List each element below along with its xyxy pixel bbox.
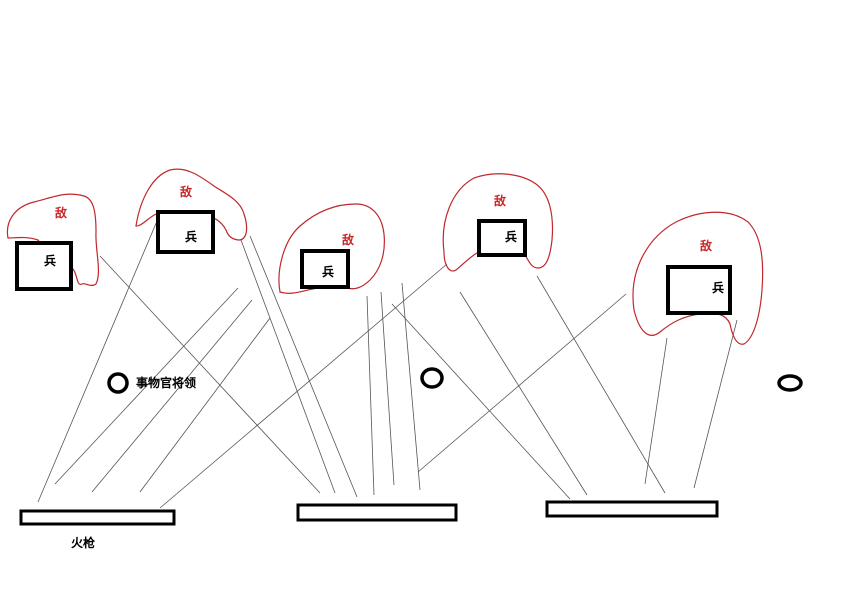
fire-line: [37, 213, 161, 503]
fire-line: [391, 303, 571, 500]
soldier-label: 兵: [322, 264, 334, 279]
officer-marker: [107, 372, 129, 394]
fire-line: [159, 263, 448, 509]
enemy-label: 敌: [180, 184, 192, 199]
musket-label: 火枪: [71, 535, 95, 550]
fire-line: [417, 293, 627, 473]
enemy-label: 敌: [494, 193, 506, 208]
soldier-box: [156, 210, 215, 254]
soldier-label: 兵: [505, 229, 517, 244]
soldier-label: 兵: [44, 253, 56, 268]
fire-line: [693, 319, 738, 489]
officer-label: 事物官将领: [136, 375, 196, 390]
enemy-label: 敌: [55, 205, 67, 220]
enemy-unit-2: 敌 兵: [135, 168, 248, 254]
soldier-box: [300, 249, 350, 289]
soldier-box: [15, 241, 73, 291]
fire-line: [459, 291, 588, 496]
fire-lines: [37, 213, 738, 509]
fire-line: [644, 337, 668, 485]
musket-line-2: [296, 503, 458, 522]
officer-marker: [420, 367, 444, 389]
fire-line: [139, 317, 271, 493]
soldier-box: [477, 219, 527, 257]
fire-line: [99, 255, 321, 494]
enemy-label: 敌: [342, 232, 354, 247]
enemy-unit-1: 敌 兵: [6, 193, 99, 291]
fire-line: [401, 282, 421, 491]
musket-line-3: [545, 500, 719, 518]
enemy-label: 敌: [700, 238, 712, 253]
fire-line: [366, 295, 375, 496]
enemy-unit-5: 敌 兵: [632, 211, 764, 345]
fire-line: [240, 239, 336, 494]
fire-line: [249, 235, 358, 498]
fire-line: [536, 275, 666, 494]
enemy-unit-4: 敌 兵: [442, 173, 554, 272]
soldier-box: [666, 265, 732, 315]
fire-line: [91, 299, 253, 493]
fire-line: [380, 291, 395, 486]
soldier-label: 兵: [185, 229, 197, 244]
fire-line: [54, 287, 239, 485]
officer-marker: [777, 374, 803, 392]
enemy-outline: [632, 211, 764, 345]
musket-line-1: [19, 509, 176, 526]
enemy-unit-3: 敌 兵: [278, 203, 385, 294]
enemy-outline: [442, 173, 554, 272]
soldier-label: 兵: [712, 280, 724, 295]
